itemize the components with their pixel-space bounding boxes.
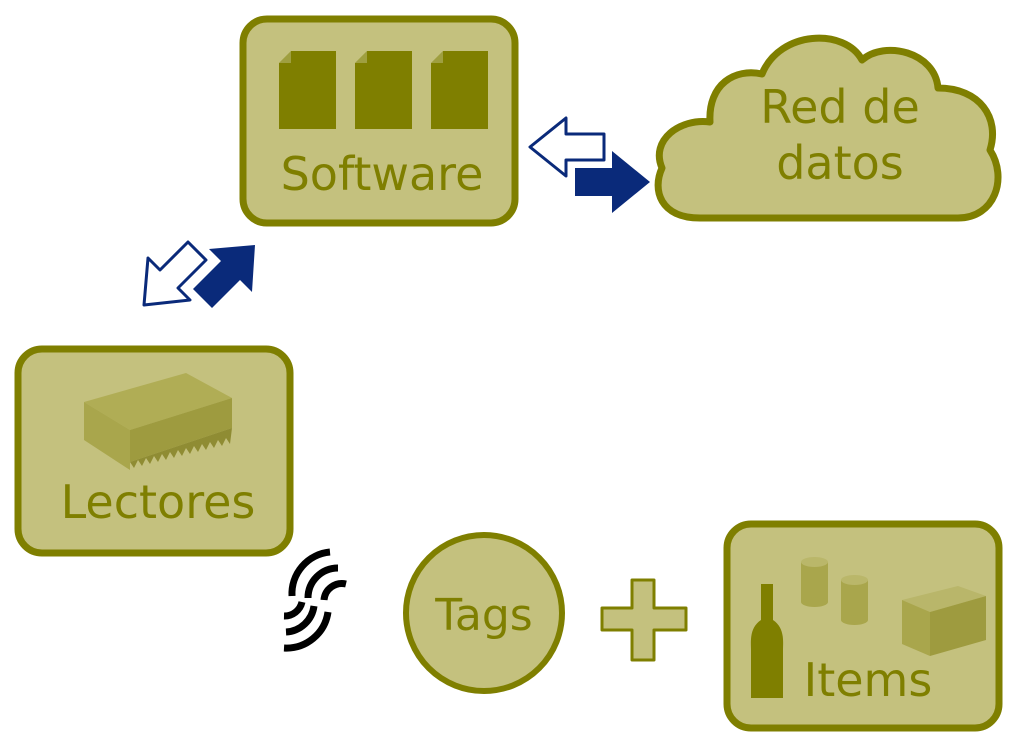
document-icon — [431, 51, 488, 129]
plus-icon — [600, 578, 688, 662]
tags-label: Tags — [434, 590, 532, 641]
bottle-icon — [750, 584, 784, 698]
lectores-node: Lectores — [14, 345, 294, 557]
box-icon — [902, 586, 986, 656]
cloud-icon — [654, 34, 1002, 222]
can-icon — [801, 557, 828, 607]
rfid-reader-icon — [84, 373, 232, 470]
radio-wave-icon — [283, 548, 347, 652]
arrow-left-outline — [528, 116, 606, 178]
document-icon — [355, 51, 412, 129]
lectores-label: Lectores — [61, 475, 256, 529]
can-icon — [841, 575, 868, 625]
software-label: Software — [281, 147, 484, 201]
tags-node: Tags — [403, 532, 565, 694]
cloud-node: Red de datos — [654, 34, 1002, 222]
arrow-right-solid — [575, 151, 650, 213]
software-node: Software — [239, 15, 519, 227]
items-label: Items — [804, 653, 933, 707]
arrow-down-left-outline — [142, 240, 208, 307]
cloud-label-line1: Red de — [760, 80, 920, 134]
arrow-up-right-solid — [193, 245, 255, 308]
items-node: Items — [723, 520, 1003, 732]
cloud-label-line2: datos — [776, 136, 904, 190]
document-icon — [279, 51, 336, 129]
lectores-software-connector — [142, 240, 255, 308]
software-cloud-connector — [528, 116, 650, 213]
